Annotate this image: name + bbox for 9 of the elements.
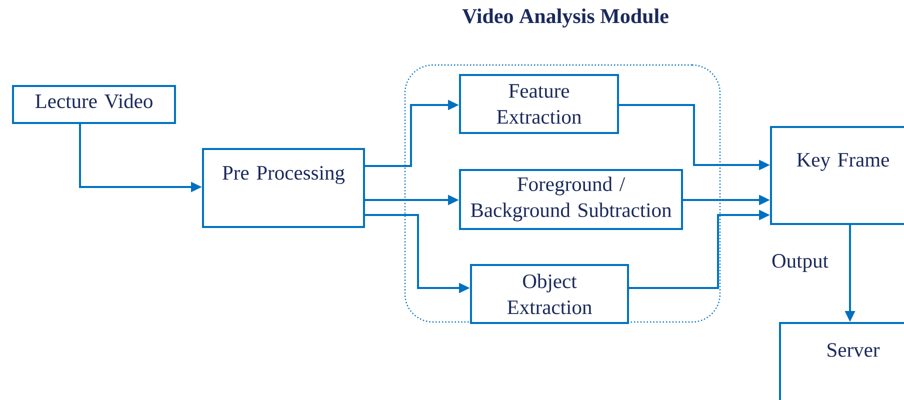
process-box: Lecture Video	[12, 85, 176, 124]
module-title: Video Analysis Module	[462, 8, 668, 28]
process-box: Foreground / Background Subtraction	[459, 169, 683, 230]
process-box: Object Extraction	[470, 264, 629, 324]
process-box: Feature Extraction	[459, 74, 619, 134]
process-box: Pre Processing	[202, 148, 365, 228]
process-box: Server	[779, 322, 904, 400]
process-box: Key Frame	[770, 126, 904, 225]
edge-label: Output	[772, 254, 828, 272]
